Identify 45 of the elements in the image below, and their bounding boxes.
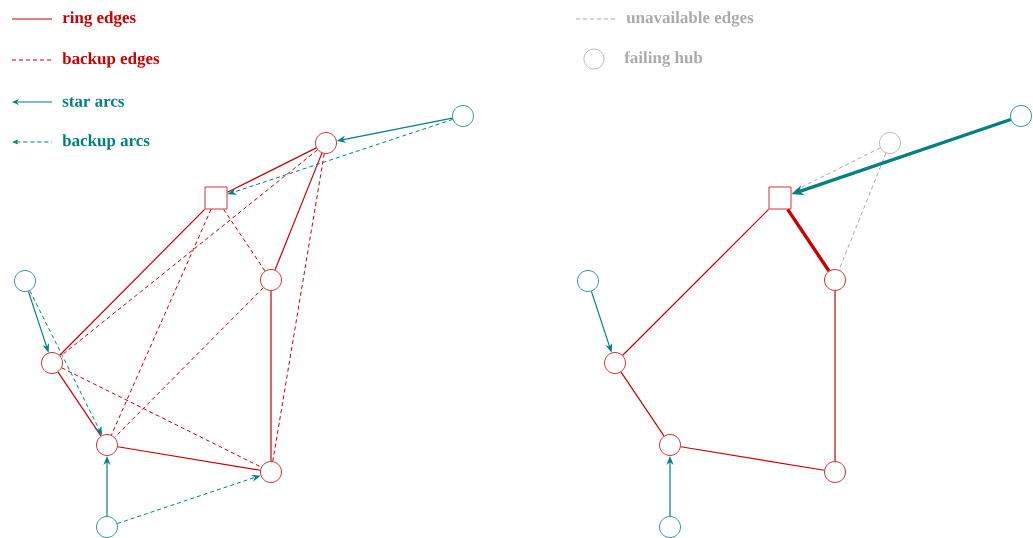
circle-node [659, 516, 681, 538]
edge-line [622, 208, 770, 356]
edge-line [223, 208, 266, 272]
edge-line [117, 446, 261, 471]
arrow [228, 118, 454, 195]
circle-node [315, 132, 337, 154]
legend-entry: ring edges [11, 11, 136, 27]
circle-node [14, 270, 36, 292]
edge-line [272, 153, 325, 462]
edge-line [274, 152, 323, 271]
circle-node [452, 105, 474, 127]
edge-line [786, 208, 831, 272]
edge-line [60, 149, 318, 357]
legend-entry: failing hub [583, 48, 703, 70]
circle-node [879, 132, 901, 154]
edge-line [790, 147, 881, 193]
edge-line [620, 371, 665, 437]
circle-node [96, 434, 118, 456]
circle-node [96, 516, 118, 538]
edge-line [834, 290, 836, 462]
arrow [29, 290, 102, 435]
legend-entry: backup arcs [12, 134, 150, 150]
square-node [768, 186, 792, 210]
arrow [116, 475, 260, 525]
circle-node [824, 269, 846, 291]
circle-node [41, 352, 63, 374]
legend-entry: unavailable edges [575, 11, 754, 27]
legend-entry: star arcs [12, 97, 125, 107]
edge-line [226, 147, 317, 193]
edge-line [57, 371, 102, 437]
circle-node [577, 270, 599, 292]
legend-entry: backup edges [11, 52, 160, 68]
circle-node [1010, 105, 1032, 127]
edge-line [114, 287, 264, 438]
circle-node [604, 352, 626, 374]
edge-line [110, 208, 212, 436]
edge-line [680, 446, 825, 471]
circle-node [824, 461, 846, 483]
circle-node [260, 461, 282, 483]
edge-line [61, 367, 262, 468]
square-node [204, 186, 228, 210]
circle-node [659, 434, 681, 456]
edge-line [59, 208, 206, 356]
circle-node [260, 269, 282, 291]
edge-line [270, 290, 272, 462]
